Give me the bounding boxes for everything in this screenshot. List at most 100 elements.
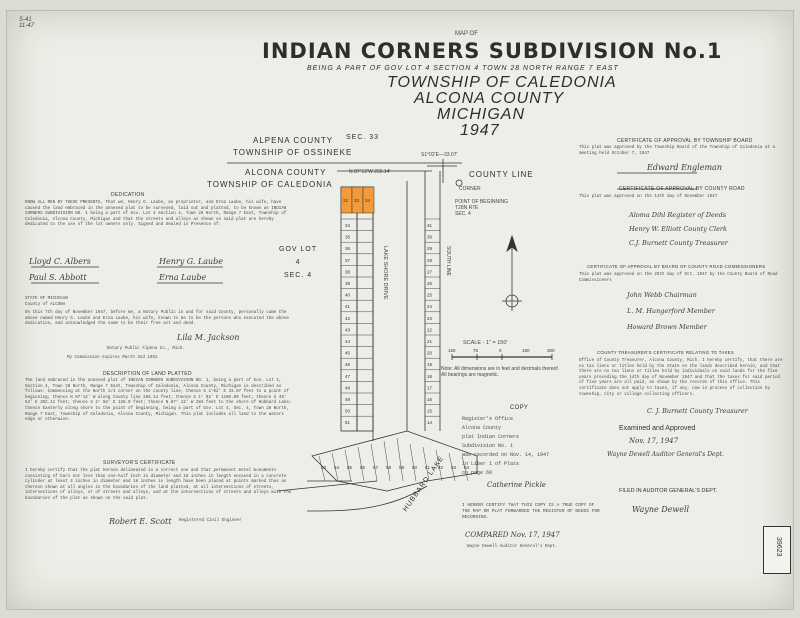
title-main: INDIAN CORNERS SUBDIVISION No.1 — [262, 39, 723, 63]
lot-label-left: 48 — [345, 385, 351, 390]
title-state: MICHIGAN — [437, 106, 525, 123]
cert-road-text: This plat was approved on the 14th day o… — [579, 195, 718, 199]
cert-township-title: CERTIFICATE OF APPROVAL BY TOWNSHIP BOAR… — [617, 138, 753, 144]
scale-label: SCALE - 1" = 150' — [463, 340, 508, 346]
lot-label-right: 28 — [427, 258, 433, 263]
lot-label-left: 40 — [345, 293, 351, 298]
label-caledonia: TOWNSHIP OF CALEDONIA — [207, 180, 333, 189]
lot-label-right: 19 — [427, 362, 433, 367]
lot-line — [344, 449, 352, 482]
lot-label-left: 41 — [345, 304, 351, 309]
surveyor-title: SURVEYOR'S CERTIFICATE — [103, 460, 176, 466]
title-map-of: MAP OF — [455, 31, 478, 37]
highlighted-lot-label: 33 — [354, 198, 360, 203]
cert-township-text: This plat was approved by the Township B… — [579, 146, 776, 156]
lot-label-bottom: 63 — [451, 465, 457, 470]
surveyor-text: I hereby certify that the plat hereon de… — [25, 469, 292, 501]
scale-tick-label: 75 — [473, 348, 479, 353]
plat-paper: S-41 11-47 MAP OF INDIAN CORNERS SUBDIVI… — [6, 10, 794, 610]
lot-label-bottom: 56 — [360, 465, 366, 470]
lot-label-left: 35 — [345, 235, 351, 240]
acknowledgment-text: On this 7th day of November 1947, before… — [25, 311, 289, 327]
lot-label-bottom: 53 — [321, 465, 327, 470]
lot-label-right: 14 — [427, 420, 433, 425]
compared-date: COMPARED Nov. 17, 1947 — [465, 531, 560, 539]
true-copy-text: I HEREBY CERTIFY THAT THIS COPY IS A TRU… — [462, 503, 600, 520]
lakeshore-curve — [306, 485, 428, 512]
copy-title: COPY — [510, 405, 529, 411]
lot-line — [396, 437, 404, 482]
lot-label-right: 24 — [427, 304, 433, 309]
lot-label-left: 49 — [345, 397, 351, 402]
lot-label-right: 20 — [427, 351, 433, 356]
lot-label-right: 16 — [427, 397, 433, 402]
lot-label-bottom: 58 — [386, 465, 392, 470]
bearing-right: S1°02'E—33.07' — [421, 152, 458, 158]
label-sec33: SEC. 33 — [346, 134, 380, 141]
north-arrow-head — [506, 234, 518, 253]
filed-label: FILED IN AUDITOR GENERAL'S DEPT. — [619, 488, 718, 494]
lot-label-bottom: 54 — [334, 465, 340, 470]
cert-commissioner-title: CERTIFICATE OF APPROVAL BY BOARD OF COUN… — [587, 264, 766, 269]
lot-label-right: 31 — [427, 223, 433, 228]
notary-line: Notary Public Alpena Co., Mich. — [107, 347, 185, 351]
notary-signature: Lila M. Jackson — [177, 333, 240, 342]
lot-label-right: 15 — [427, 409, 433, 414]
record-stamp: 39623 — [763, 526, 791, 574]
lot-line — [357, 446, 365, 482]
owner-2: Erna Laube — [159, 273, 207, 282]
stamp-number: 39623 — [775, 537, 782, 557]
lot-label-right: 22 — [427, 327, 433, 332]
title-county: ALCONA COUNTY — [414, 90, 565, 107]
lot-label-left: 42 — [345, 316, 351, 321]
dedication-title: DEDICATION — [111, 192, 145, 198]
lower-lots-outline — [311, 430, 478, 492]
label-alpena-county: ALPENA COUNTY — [253, 136, 334, 145]
scale-tick-label: 150 — [448, 348, 456, 353]
register-signature: Catherine Pickle — [487, 481, 546, 489]
lot-label-right: 25 — [427, 293, 433, 298]
lot-label-left: 36 — [345, 246, 351, 251]
lot-label-left: 51 — [345, 420, 351, 425]
lot-label-right: 18 — [427, 374, 433, 379]
commissioner-sig-2: L. M. Hungerford Member — [627, 307, 715, 315]
lot-label-bottom: 62 — [438, 465, 444, 470]
lot-line — [409, 443, 417, 482]
lot-label-bottom: 57 — [373, 465, 379, 470]
title-township: TOWNSHIP OF CALEDONIA — [387, 74, 617, 91]
description-title: DESCRIPTION OF LAND PLATTED — [103, 371, 192, 377]
lot-label-right: 29 — [427, 246, 433, 251]
lot-line — [370, 443, 378, 482]
copy-text: Register's Office Alcona County plat Ind… — [462, 416, 550, 476]
lot-line — [461, 455, 469, 482]
filed-signature: Wayne Dewell — [632, 505, 690, 514]
highlighted-lot-label: 34 — [365, 198, 371, 203]
state-county: STATE OF MICHIGAN County of ALCONA — [25, 297, 68, 307]
lot-label-right: 21 — [427, 339, 433, 344]
lot-label-left: 46 — [345, 362, 351, 367]
commission-expiry: My Commission expires March 2nd 1951 — [67, 356, 158, 360]
lot-label-left: 43 — [345, 327, 351, 332]
lot-line — [318, 455, 326, 482]
description-text: The land embraced in the annexed plat of… — [25, 379, 292, 423]
witness-2: Paul S. Abbott — [29, 273, 87, 282]
label-gov-lot: GOV LOT 4 SEC. 4 — [279, 246, 318, 279]
highlighted-lot — [362, 186, 375, 214]
cert-township-signature: Edward Engleman — [647, 163, 722, 172]
lot-label-right: 30 — [427, 235, 433, 240]
examined-date: Nov. 17, 1947 — [629, 437, 679, 445]
lot-label-left: 39 — [345, 281, 351, 286]
label-point-of-beginning: POINT OF BEGINNING T28N R7E SEC. 4 — [455, 199, 508, 217]
lot-label-left: 45 — [345, 351, 351, 356]
dedication-text: KNOW ALL MEN BY THESE PRESENTS, That we,… — [25, 201, 287, 228]
label-alcona-county: ALCONA COUNTY — [245, 168, 327, 177]
scale-tick-label: 150 — [522, 348, 530, 353]
commissioner-sig-3: Howard Brown Member — [627, 323, 707, 331]
lot-label-left: 50 — [345, 409, 351, 414]
corner-note: S-41 11-47 — [19, 17, 34, 29]
witness-1: Lloyd C. Albers — [29, 257, 91, 266]
lot-line — [331, 452, 339, 482]
corner-marker — [455, 179, 463, 187]
